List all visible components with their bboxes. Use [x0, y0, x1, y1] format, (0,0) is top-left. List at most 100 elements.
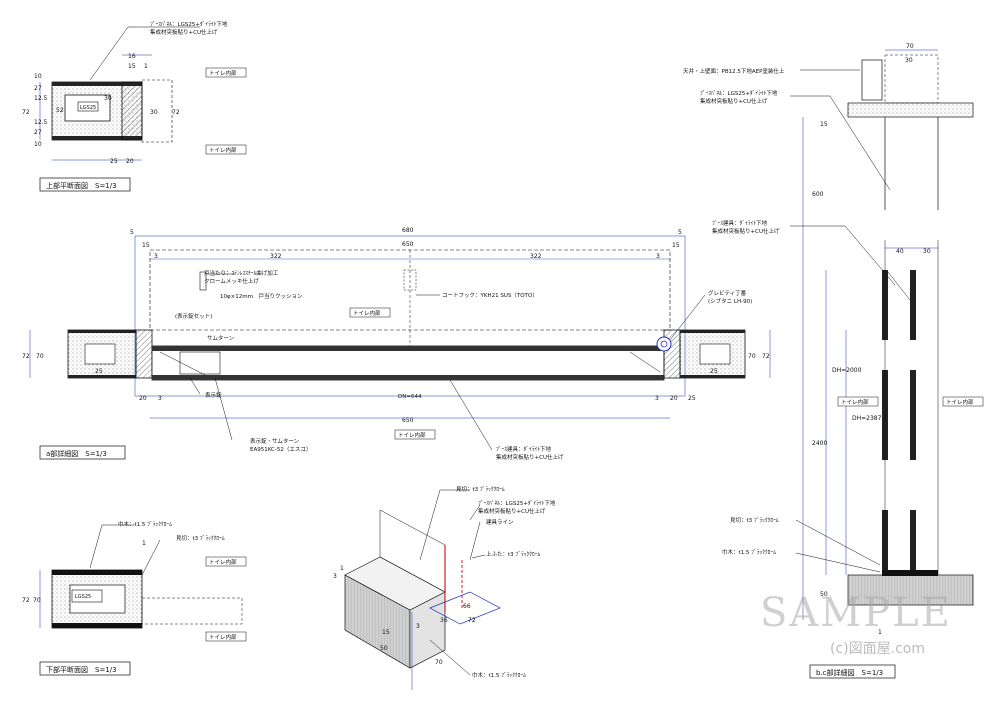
bc-dim: 600 [812, 191, 824, 198]
upper-lgs-label: LGS25 [80, 105, 96, 111]
dn-label: DN=644 [398, 394, 422, 400]
lower-door-outline [141, 597, 243, 625]
upper-panel-face-top [52, 82, 142, 86]
bc-trim-note: 見切：t3 ﾌﾞﾗｯｸｸﾛｰﾑ [730, 517, 779, 524]
bc-head-outline [884, 54, 939, 104]
lower-lgs-label: LGS25 [75, 594, 91, 600]
lower-plan-title: 下部平断面図 S=1/3 [46, 665, 117, 674]
lower-leader-baseboard [89, 524, 103, 569]
coat-hook-icon [403, 269, 417, 291]
stop-note-2: クロームメッキ仕上げ [204, 277, 259, 285]
lower-lgs-box [71, 589, 103, 603]
lower-leader-trim [141, 539, 161, 576]
detail-a-outer-frame [134, 235, 686, 397]
iso-dim: 72 [468, 617, 476, 624]
bc-dims: 70 30 15 600 40 30 DH=2000 DH=2387 2400 … [812, 43, 931, 636]
bc-dim: 30 [905, 57, 913, 64]
iso-baseboard-note: 巾木：t1.5 ﾌﾞﾗｯｸｸﾛｰﾑ [472, 671, 526, 679]
iso-dim: 50 [380, 645, 388, 652]
detail-a-right-lgs [699, 343, 731, 365]
upper-plan-title: 上部平断面図 S=1/3 [46, 181, 117, 190]
bc-door-note-2: 集成材突板貼り+CU仕上げ [712, 227, 780, 235]
cushion-note: 10φ×12mm 戸当りクッション [220, 292, 303, 300]
indicator-note-1: 表示錠・サムターン [250, 437, 300, 445]
detail-a-leader-indicator [189, 377, 201, 395]
iso-leader-baseboard [429, 639, 471, 676]
dim-top: 322 [270, 253, 282, 260]
door-note-1: ﾌﾞｰｽ建具：ﾀﾞｲﾗｲﾄ下地 [496, 445, 552, 453]
upper-dim: 52 [56, 107, 64, 114]
upper-dim: 25 [110, 158, 118, 165]
bc-panel-note-1: ﾌﾞｰｽﾊﾟﾈﾙ：LGS25+ﾀﾞｲﾗｲﾄ下地 [700, 89, 778, 97]
detail-a-left-face-b [68, 375, 136, 378]
lower-dim: 72 [22, 597, 30, 604]
lower-dim: 70 [33, 597, 41, 604]
bc-leader-panel-diag [829, 95, 891, 191]
dim-top: 322 [530, 253, 542, 260]
detail-a-toilet-tag-bottom [394, 429, 436, 440]
iso-section: 見切：t3 ﾌﾞﾗｯｸｸﾛｰﾑ ﾌﾞｰｽﾊﾟﾈﾙ：LGS25+ﾀﾞｲﾗｲﾄ下地 … [333, 486, 556, 690]
hinge-note-2: (シブタニ LH-90) [708, 297, 752, 305]
bc-baseboard [882, 570, 938, 576]
upper-dim: 30 [104, 95, 112, 102]
indicator-lock-label: 表示錠 [205, 391, 222, 399]
bc-toilet-tag-r [942, 396, 984, 407]
iso-door-line-note: 建具ライン [486, 518, 514, 526]
lower-toilet-tag-1 [205, 556, 247, 567]
bc-dim: 1 [878, 629, 882, 636]
bc-baseboard-note: 巾木：t1.5 ﾌﾞﾗｯｸｸﾛｰﾑ [722, 548, 776, 556]
detail-bc-title-box [809, 664, 896, 679]
upper-dim: 10 [34, 141, 42, 148]
upper-toilet-in-2: トイレ内部 [209, 146, 237, 154]
iso-leader-panel [469, 504, 481, 521]
iso-leader-trim [419, 489, 441, 561]
dim-side: 25 [710, 368, 718, 375]
detail-a-leader-door [449, 379, 493, 451]
detail-a-door-leaf [151, 345, 665, 381]
upper-dim: 12.5 [34, 95, 48, 102]
detail-a-title: a部詳細図 S=1/3 [46, 449, 107, 458]
bc-ceiling-note: 天井・上壁面：PB12.5下地AEP塗装仕上 [683, 67, 785, 75]
iso-dim: 3 [333, 573, 337, 580]
bc-dim: 30 [923, 248, 931, 255]
bc-toilet-tag-l [837, 396, 879, 407]
upper-dim: 72 [172, 109, 180, 116]
upper-post [121, 81, 143, 141]
upper-toilet-tag-2 [205, 144, 247, 155]
bc-panel-note-2: 集成材突板貼り+CU仕上げ [700, 97, 768, 105]
detail-a-toilet-in-bottom: トイレ内部 [398, 431, 426, 439]
detail-a-toilet-in: トイレ内部 [353, 309, 381, 317]
hinge-pin-icon [660, 340, 668, 348]
lower-trim-note: 見切：t3 ﾌﾞﾗｯｸｸﾛｰﾑ [176, 535, 225, 542]
bc-door-top-diag [887, 271, 911, 301]
detail-a-right-face-b [680, 375, 745, 378]
hinge-note-1: グレビティ丁番 [708, 289, 747, 297]
detail-a-door-face-top [152, 346, 664, 351]
dim-side: 70 [36, 353, 44, 360]
upper-dim: 27 [34, 85, 42, 92]
detail-a-right-face [680, 330, 745, 333]
bc-ceiling-slab [847, 102, 974, 118]
detail-a-section: 戸当たり：ｽﾃﾝﾚｽｽﾁｰﾙ曲げ加工 クロームメッキ仕上げ 10φ×12mm 戸… [22, 227, 771, 461]
upper-dim: 16 [128, 53, 136, 60]
door-stop-icon [199, 271, 207, 291]
detail-a-left-lgs [84, 343, 116, 365]
detail-a-toilet-tag [349, 307, 391, 318]
dim-side: 72 [22, 353, 30, 360]
bc-door-note-1: ﾌﾞｰｽ建具：ﾀﾞｲﾗｲﾄ下地 [712, 219, 768, 227]
upper-plan-section: ﾌﾞｰｽﾊﾟﾈﾙ：LGS25+ﾀﾞｲﾗｲﾄ下地 集成材突板貼り+CU仕上げ トイ… [22, 20, 247, 192]
dim-bottom: 20 [139, 395, 147, 402]
upper-panel-face-bottom [52, 136, 142, 140]
dim-side: 72 [762, 353, 770, 360]
upper-dim: 1 [144, 63, 148, 70]
dim-bottom: 3 [158, 395, 162, 402]
door-note-2: 集成材突板貼り+CU仕上げ [496, 453, 564, 461]
detail-bc-title: b.c部詳細図 S=1/3 [816, 668, 883, 677]
iso-trim-note: 見切：t3 ﾌﾞﾗｯｸｸﾛｰﾑ [456, 486, 505, 493]
iso-dim: 66 [463, 603, 471, 610]
upper-dim: 20 [126, 158, 134, 165]
dim-top: 15 [672, 242, 680, 249]
iso-top-cap [429, 591, 501, 625]
detail-a-door-diagonals [159, 351, 661, 376]
